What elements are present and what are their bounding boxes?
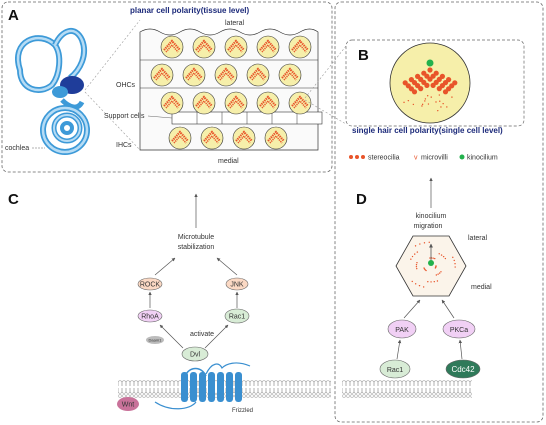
daam1-label: Daam1	[149, 338, 163, 343]
c-output-line2: stabilization	[178, 244, 215, 251]
tissue-level-title: planar cell polarity(tissue level)	[130, 6, 249, 15]
hexagon-kinocilium	[428, 260, 434, 266]
legend-stereocilia-label: stereocilia	[368, 155, 400, 162]
hair-cell	[150, 63, 174, 87]
rock-label: ROCK	[140, 282, 161, 289]
hair-cell	[256, 91, 280, 115]
arrow-cdc42-pkca	[458, 339, 463, 360]
hair-cell	[278, 63, 302, 87]
panel-label-b: B	[358, 47, 369, 64]
frizzled-receptor	[154, 362, 251, 410]
legend: stereocilia v microvilli kinocilium	[349, 154, 498, 162]
arrow-pkca-hex	[441, 299, 455, 319]
hair-cell	[200, 126, 224, 150]
cdc42-node	[445, 359, 481, 379]
daam1-node	[146, 336, 164, 344]
cell-membrane-right	[342, 380, 472, 398]
arrow-dvl-rhoa	[159, 324, 184, 349]
hair-cell	[288, 35, 312, 59]
pkca-node	[442, 319, 476, 339]
lateral-label-d: lateral	[468, 235, 488, 242]
arrow-jnk-output	[216, 257, 238, 276]
c-output-line1: Microtubule	[178, 234, 214, 241]
inner-ear-illustration	[15, 28, 90, 155]
zoom-line-b-top	[304, 45, 347, 99]
support-cells-label: Support cells	[104, 113, 145, 120]
hair-cell	[232, 126, 256, 150]
rac1-label-c: Rac1	[229, 314, 245, 321]
hexagon-microvilli	[410, 241, 456, 288]
panel-label-d: D	[356, 191, 367, 208]
wnt-node	[117, 397, 139, 411]
d-output-line1: kinocilium	[416, 213, 447, 220]
ihcs-label: IHCs	[116, 142, 132, 149]
arrow-rac1-pak	[396, 339, 402, 360]
medial-label-d: medial	[471, 284, 492, 291]
support-cells-pointer	[147, 115, 173, 119]
ohcs-label: OHCs	[116, 82, 136, 89]
d-output-line2: migration	[414, 223, 443, 230]
cdc42-label: Cdc42	[451, 365, 475, 374]
legend-kinocilium-swatch	[459, 154, 465, 160]
hair-cell	[182, 63, 206, 87]
single-hair-cell	[389, 42, 471, 124]
legend-microvilli-swatch: v	[414, 155, 418, 162]
hair-cell-array	[139, 28, 323, 151]
legend-stereocilia-swatch	[349, 155, 365, 159]
hair-cell	[246, 63, 270, 87]
panel-d-border	[334, 1, 544, 423]
rhoa-node	[137, 309, 163, 323]
rac1-node-c	[224, 308, 250, 324]
hair-cell	[192, 35, 216, 59]
hair-cell	[288, 91, 312, 115]
wnt-label: Wnt	[122, 402, 135, 409]
dvl-label: Dvl	[190, 352, 201, 359]
hair-cell	[214, 63, 238, 87]
arrow-rock-output	[154, 257, 176, 276]
kinocilium-dot	[426, 59, 434, 67]
hair-cell	[160, 91, 184, 115]
legend-kinocilium-label: kinocilium	[467, 155, 498, 162]
pak-node	[387, 319, 417, 339]
panel-a-border	[1, 1, 333, 173]
microvilli-dots	[403, 94, 453, 112]
stereocilia-bundle	[402, 67, 458, 95]
panel-b-border	[345, 39, 525, 127]
rac1-label-d: Rac1	[387, 367, 403, 374]
zoom-line-bottom	[84, 91, 141, 151]
rac1-node-d	[379, 359, 411, 379]
jnk-label: JNK	[230, 282, 244, 289]
dvl-node	[181, 346, 209, 362]
rhoa-label: RhoA	[141, 314, 159, 321]
jnk-node	[225, 277, 249, 291]
hair-cell	[224, 35, 248, 59]
hair-cell	[168, 126, 192, 150]
hair-cell	[256, 35, 280, 59]
lateral-label-a: lateral	[225, 20, 245, 27]
cell-membrane	[118, 380, 331, 398]
hair-cells	[150, 35, 312, 150]
hair-cell	[264, 126, 288, 150]
pak-label: PAK	[395, 327, 409, 334]
zoom-line-top	[84, 19, 141, 91]
rock-node	[137, 277, 163, 291]
medial-label-a: medial	[218, 158, 239, 165]
single-cell-title: single hair cell polarity(single cell le…	[352, 126, 503, 135]
pkca-label: PKCa	[450, 327, 468, 334]
hair-cell	[224, 91, 248, 115]
hair-cell	[160, 35, 184, 59]
activate-label: activate	[190, 331, 214, 338]
arrow-dvl-rac1	[204, 324, 229, 349]
panel-label-a: A	[8, 7, 19, 24]
legend-microvilli-label: microvilli	[421, 155, 448, 162]
panel-label-c: C	[8, 191, 19, 208]
cochlea-label: cochlea	[5, 145, 29, 152]
hair-cell	[192, 91, 216, 115]
arrow-pak-hex	[403, 299, 421, 319]
frizzled-label: Frizzled	[232, 408, 253, 414]
